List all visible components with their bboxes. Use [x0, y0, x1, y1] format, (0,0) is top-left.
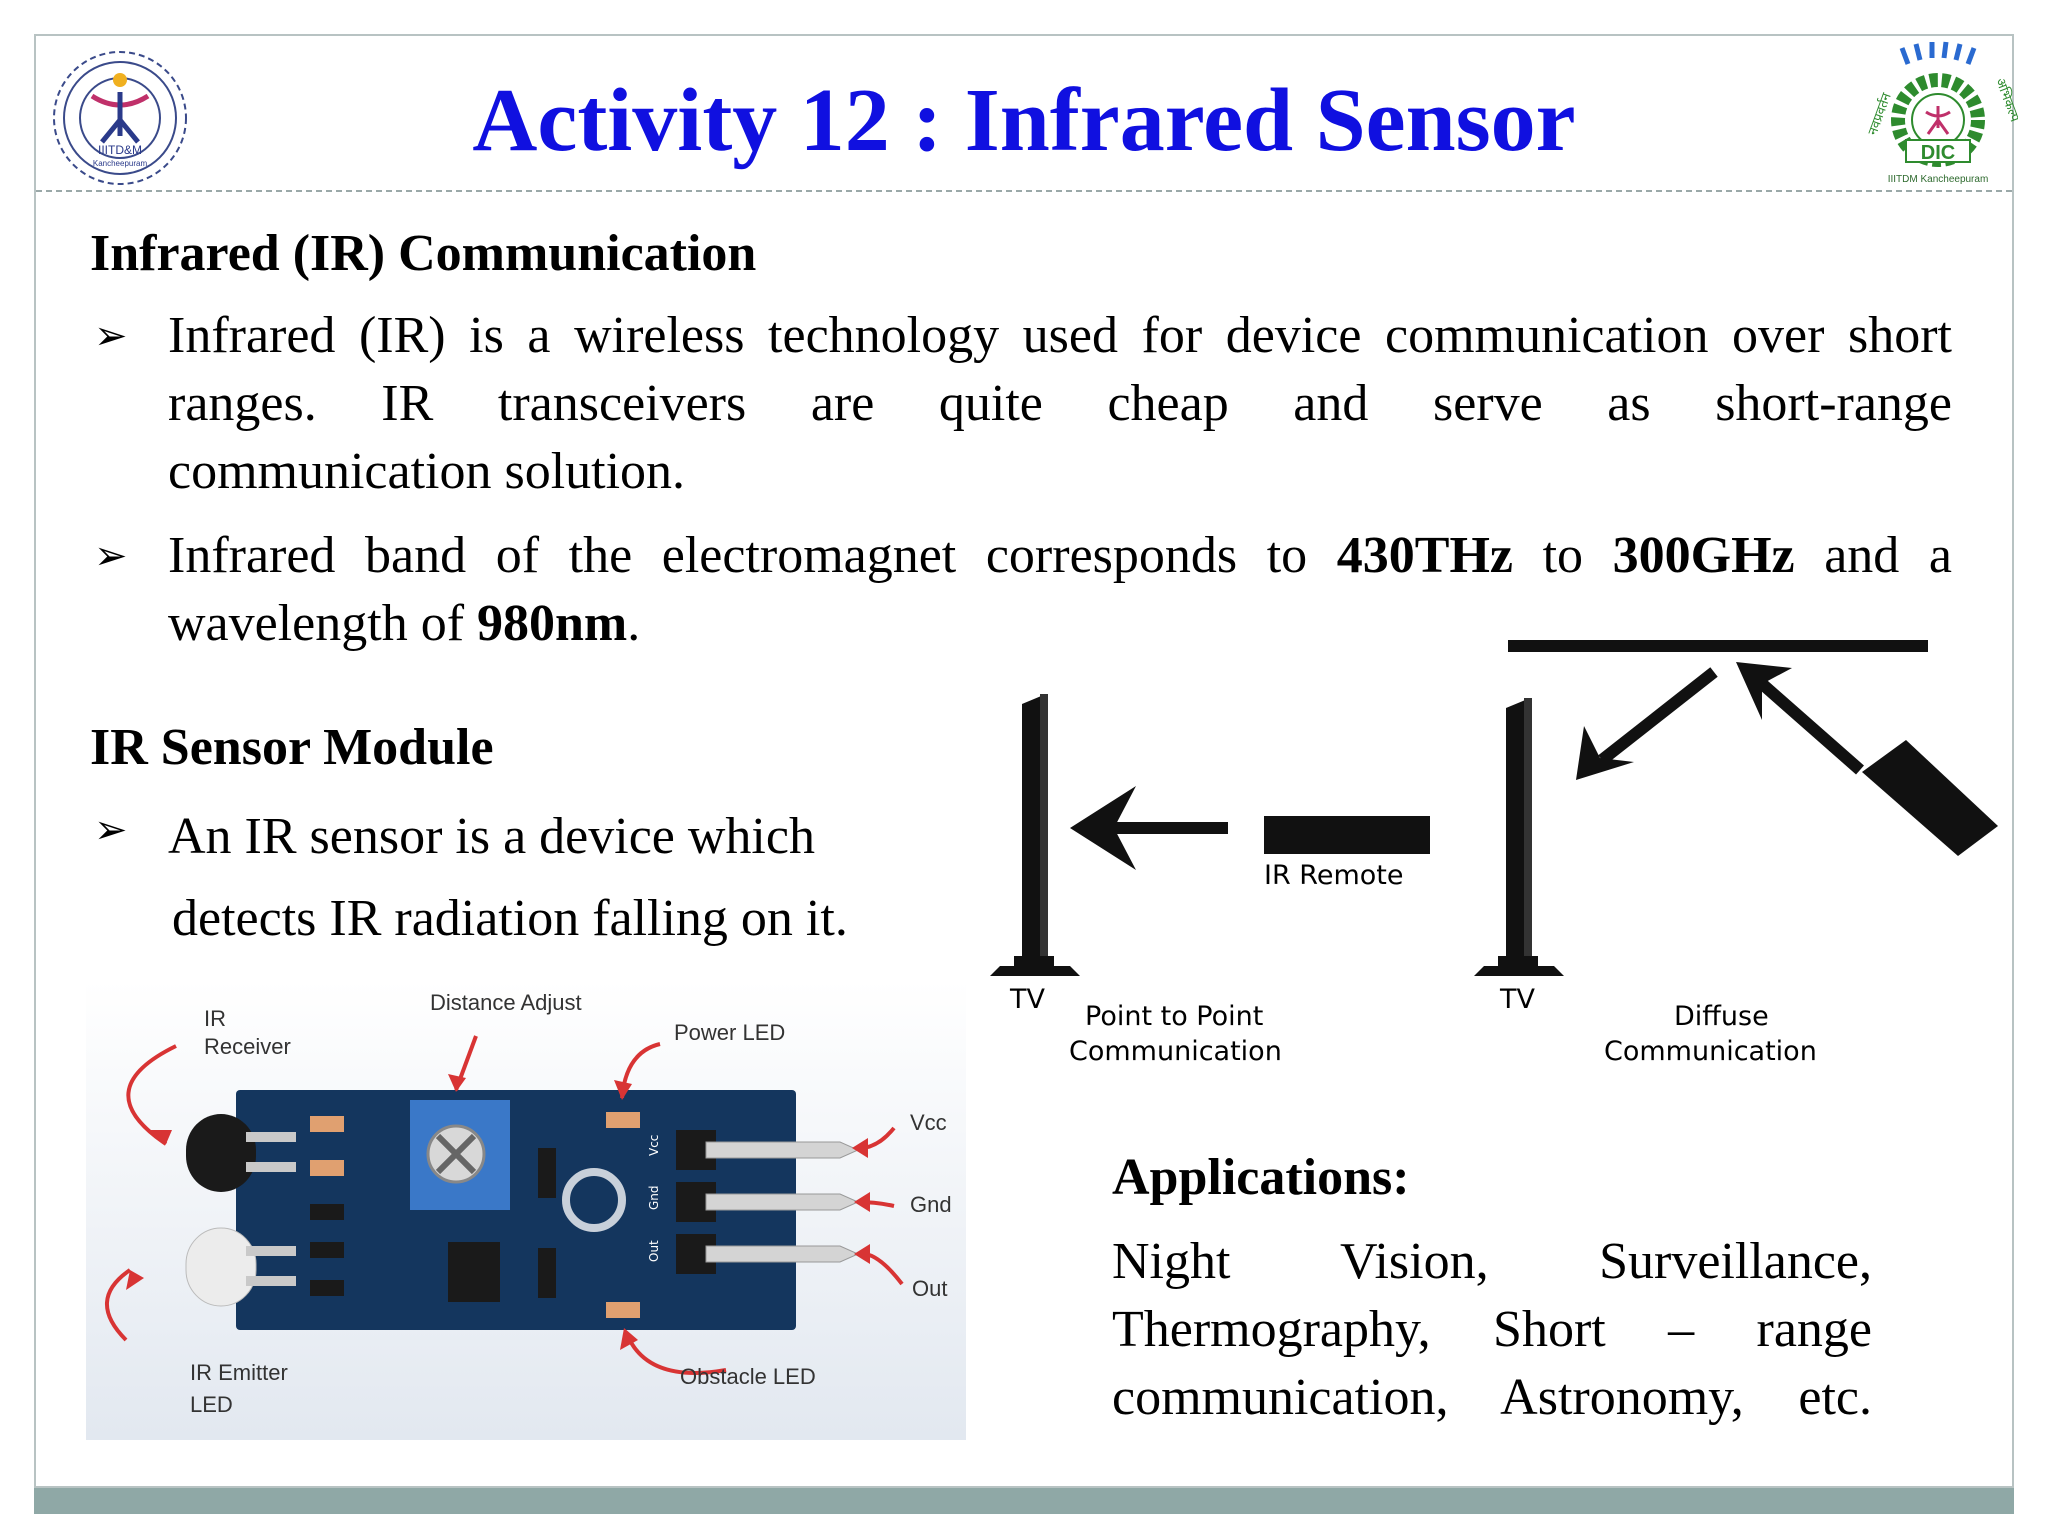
band-text-post: and a — [1794, 527, 1952, 584]
smd-components — [310, 1112, 640, 1318]
tv-label-2: TV — [1499, 984, 1535, 1015]
caption-diffuse-2: Communication — [1604, 1036, 1817, 1067]
ir-communication-diagram: TV IR Remote Point to Point Communicatio… — [990, 640, 1998, 1067]
bottom-bar — [34, 1488, 2014, 1514]
applications-list-end: communication, Astronomy, etc. — [1112, 1369, 1872, 1426]
ir-emitter-icon — [185, 1227, 296, 1307]
section-heading-ir-communication: Infrared (IR) Communication — [90, 225, 757, 282]
mounting-hole — [562, 1168, 626, 1232]
section-heading-ir-sensor-module: IR Sensor Module — [90, 719, 494, 776]
label-ir-receiver-1: IR — [204, 1006, 226, 1031]
dic-arc-right: अभिकल्प — [1992, 76, 2018, 125]
diffuse-remote-icon — [1862, 740, 1998, 856]
applications-heading: Applications: — [1112, 1149, 1410, 1206]
band-text-pre: Infrared band of the electromagnet corre… — [168, 527, 1337, 584]
bullet-ir-band-line2: wavelength of 980nm. — [168, 590, 1952, 658]
pin-label-gnd: Gnd — [647, 1185, 661, 1210]
band-wavelength-pre: wavelength of — [168, 595, 478, 652]
bullet-arrow-icon: ➢ — [94, 533, 128, 578]
band-wavelength: 980nm — [477, 595, 628, 652]
ic-chip — [448, 1242, 500, 1302]
ir-remote-label: IR Remote — [1264, 860, 1403, 891]
band-text-mid: to — [1512, 527, 1613, 584]
band-wavelength-post: . — [627, 595, 641, 652]
applications-text: Night Vision, Surveillance, Thermography… — [1112, 1228, 1872, 1432]
label-vcc: Vcc — [910, 1110, 947, 1135]
pin-label-vcc: Vcc — [647, 1135, 661, 1156]
header-pins — [676, 1130, 860, 1274]
ir-receiver-icon — [186, 1114, 296, 1192]
logo-subtext: Kancheepuram — [93, 159, 148, 168]
label-gnd: Gnd — [910, 1192, 952, 1217]
incident-arrow-icon — [1736, 662, 1864, 775]
bullet-ir-sensor-line1: An IR sensor is a device which — [168, 808, 815, 865]
bullet-ir-definition-text: Infrared (IR) is a wireless technology u… — [168, 307, 1952, 432]
tv-icon — [1474, 698, 1564, 976]
dic-text: DIC — [1921, 142, 1955, 164]
bullet-ir-band-line1: Infrared band of the electromagnet corre… — [168, 522, 1952, 590]
dic-arc-left: नवप्रवर्तन — [1865, 90, 1895, 137]
pin-label-out: Out — [647, 1240, 661, 1262]
slide-title: Activity 12 : Infrared Sensor — [472, 71, 1576, 170]
ir-sensor-module-image: Vcc Gnd Out IR Receiver Distance Adjust … — [86, 980, 966, 1440]
label-obstacle-led: Obstacle LED — [680, 1364, 816, 1389]
reflecting-surface — [1508, 640, 1928, 652]
logo-text: IIITD&M — [98, 143, 142, 157]
label-out: Out — [912, 1276, 947, 1301]
label-ir-receiver-2: Receiver — [204, 1034, 291, 1059]
tv-icon — [990, 694, 1080, 976]
applications-list: Night Vision, Surveillance, Thermography… — [1112, 1233, 1872, 1358]
bullet-ir-sensor-line2: detects IR radiation falling on it. — [172, 890, 848, 947]
bullet-arrow-icon: ➢ — [94, 807, 128, 852]
caption-diffuse-1: Diffuse — [1674, 1001, 1769, 1032]
dic-logo-icon: DIC IIITDM Kancheepuram नवप्रवर्तन अभिकल… — [1865, 41, 2018, 185]
bullet-ir-definition: Infrared (IR) is a wireless technology u… — [168, 302, 1952, 506]
caption-point-to-point-2: Communication — [1069, 1036, 1282, 1067]
bullet-ir-band: Infrared band of the electromagnet corre… — [168, 522, 1952, 658]
label-ir-emitter-2: LED — [190, 1392, 233, 1417]
iiitdm-logo-icon: IIITD&M Kancheepuram — [53, 51, 187, 185]
arrow-left-icon — [1070, 786, 1228, 870]
bullet-arrow-icon: ➢ — [94, 313, 128, 358]
label-distance-adjust: Distance Adjust — [430, 990, 582, 1015]
tv-label-1: TV — [1009, 984, 1045, 1015]
bullet-ir-sensor: An IR sensor is a device which detects I… — [168, 796, 948, 960]
ir-remote-icon — [1264, 816, 1430, 854]
label-ir-emitter-1: IR Emitter — [190, 1360, 288, 1385]
dic-caption: IIITDM Kancheepuram — [1888, 174, 1989, 185]
caption-point-to-point-1: Point to Point — [1085, 1001, 1263, 1032]
band-freq-low: 300GHz — [1612, 527, 1795, 584]
label-power-led: Power LED — [674, 1020, 785, 1045]
potentiometer-icon — [410, 1100, 510, 1210]
title-divider — [36, 190, 2012, 192]
pcb-board — [236, 1090, 796, 1330]
band-freq-high: 430THz — [1336, 527, 1513, 584]
bullet-ir-definition-end: communication solution. — [168, 443, 686, 500]
reflected-arrow-icon — [1576, 667, 1718, 780]
